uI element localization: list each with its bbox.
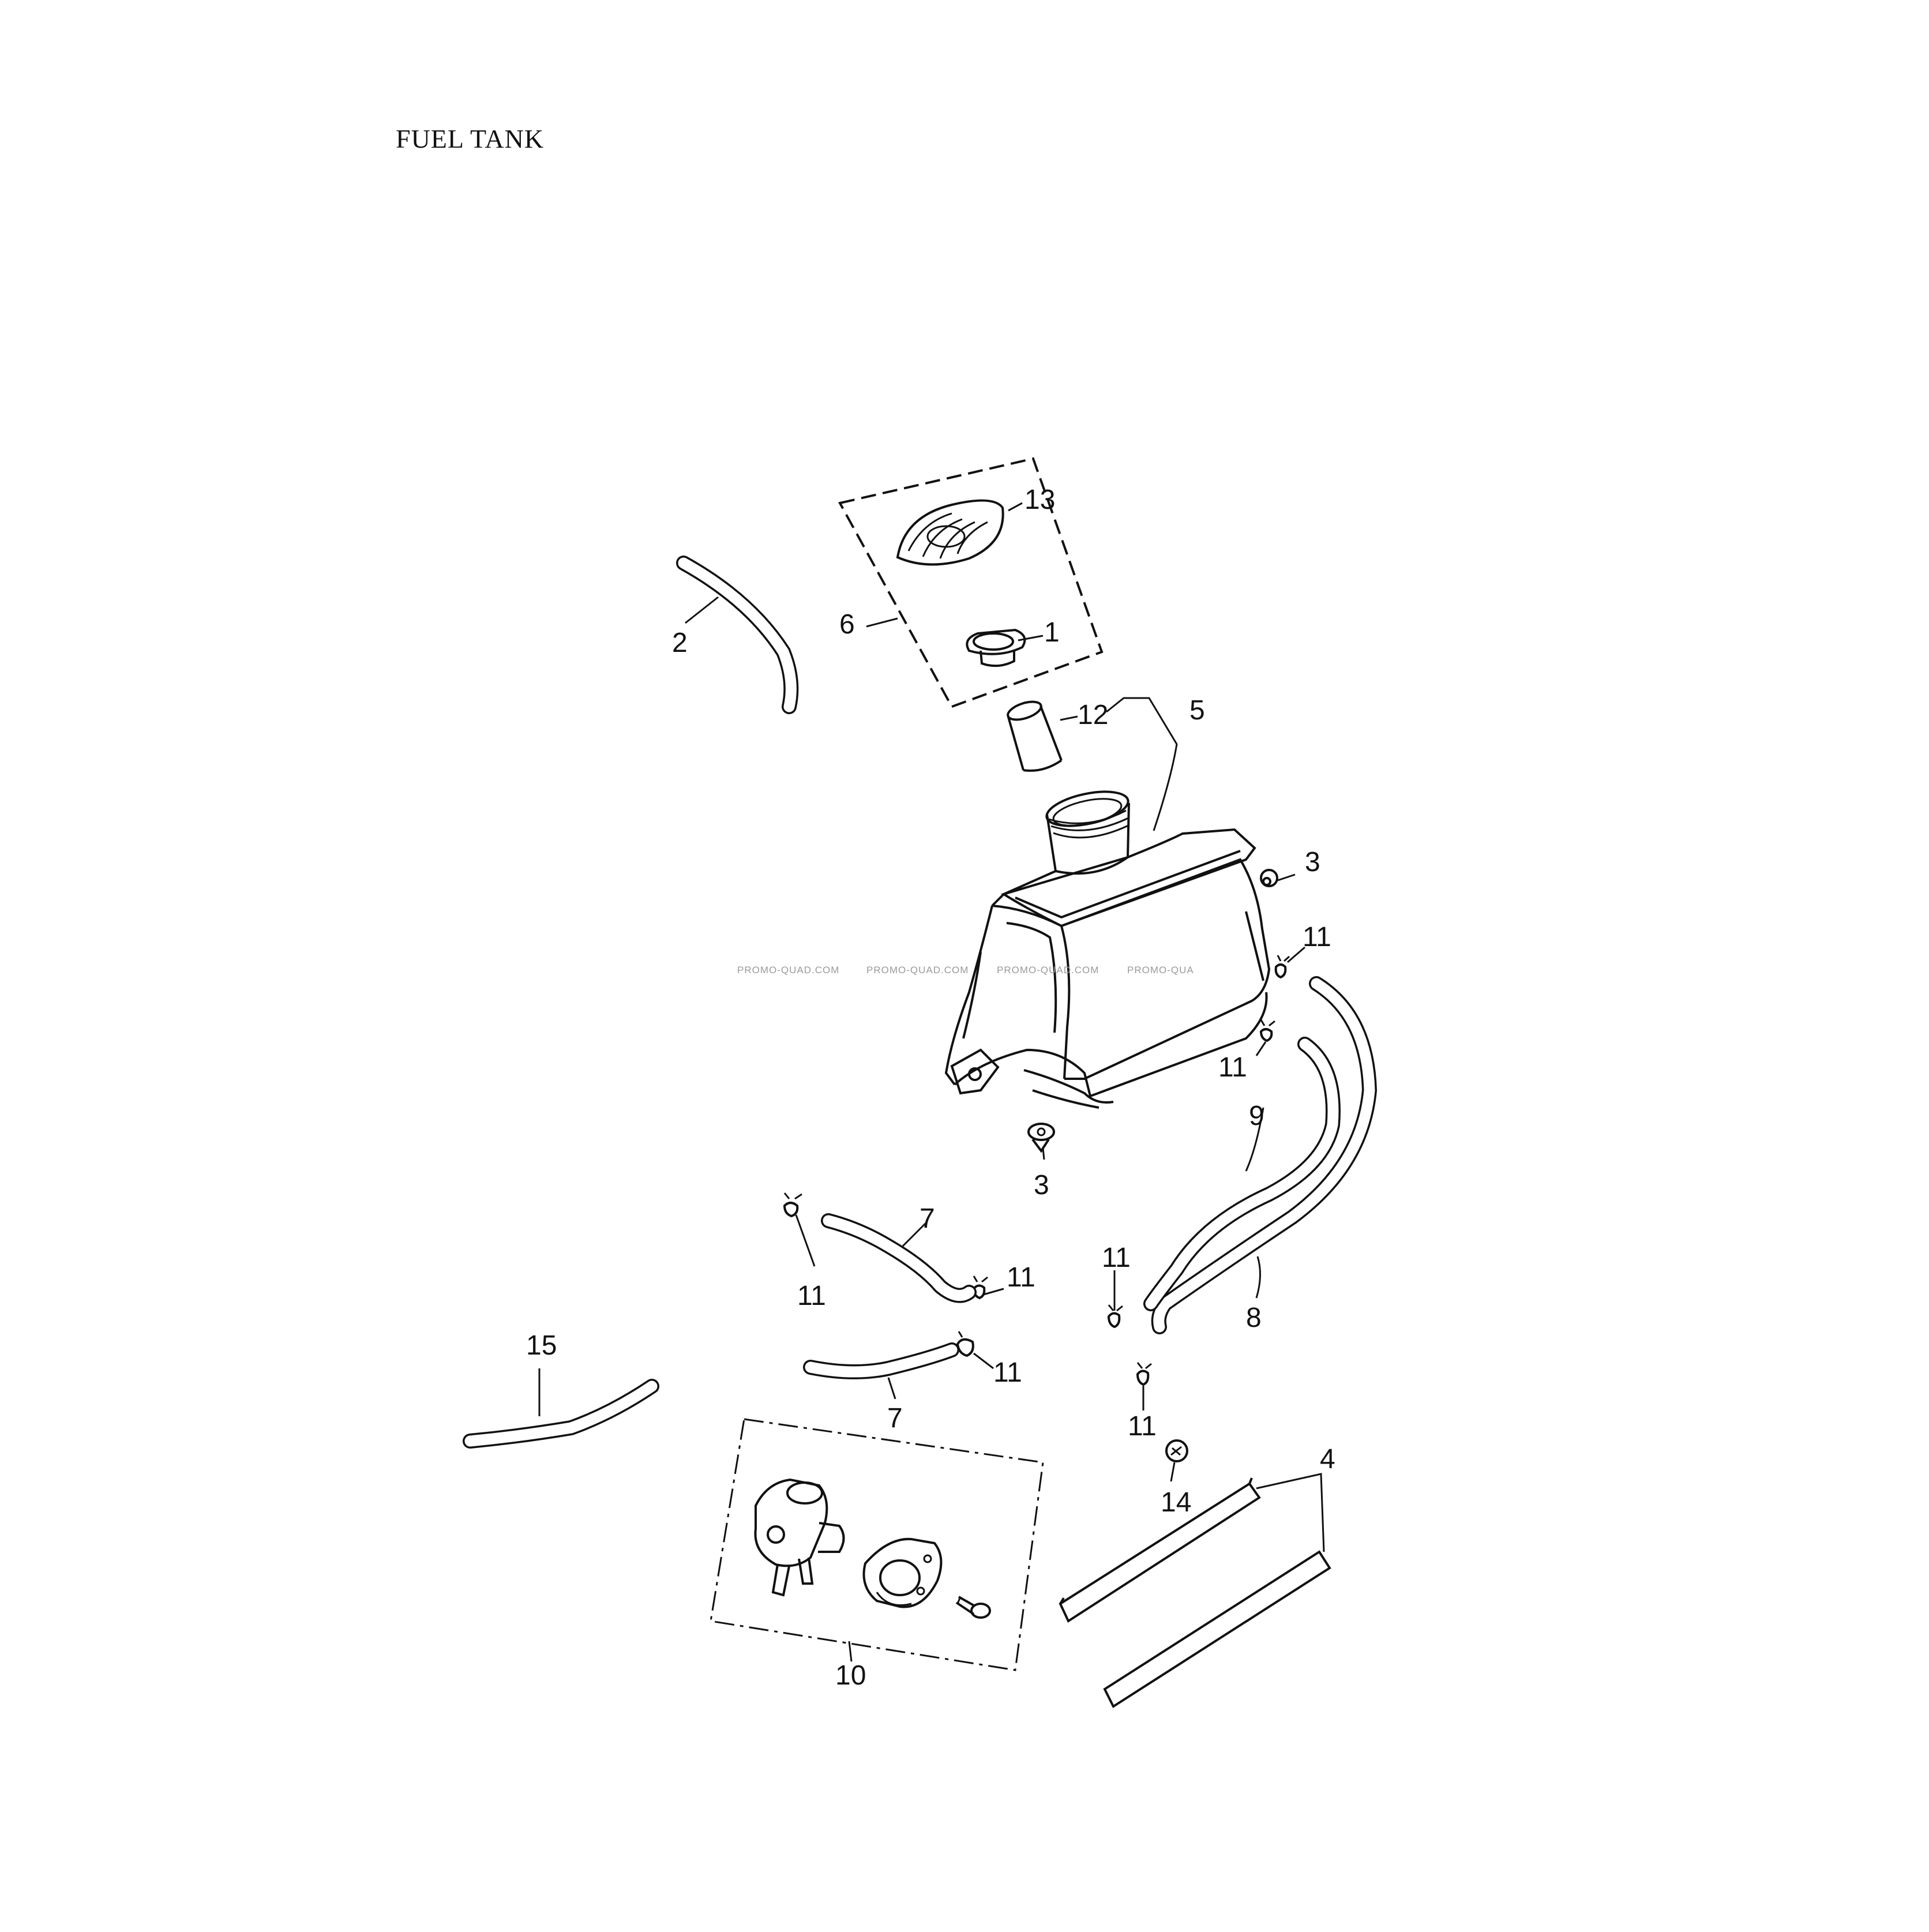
callout-10: 10: [835, 1660, 866, 1691]
gasket-part-1: [966, 628, 1026, 667]
fuel-cock-group-boundary: [710, 1418, 1044, 1671]
callout-12: 12: [1078, 700, 1108, 730]
filler-tube-part-12: [1007, 700, 1063, 772]
fastener-part-14: [1165, 1439, 1188, 1462]
callout-4: 4: [1320, 1444, 1335, 1475]
watermark-1: PROMO-QUAD.COM: [737, 965, 839, 976]
callout-3-lower: 3: [1034, 1170, 1049, 1201]
fuel-hose-part-7-upper: [821, 1213, 977, 1303]
fuel-tank-body-part-5: [944, 790, 1271, 1109]
callout-11-e: 11: [1102, 1243, 1131, 1273]
callout-11-c: 11: [1007, 1262, 1035, 1293]
tank-pad-part-4-upper: [1059, 1477, 1261, 1623]
fuel-cock-lever: [862, 1537, 943, 1608]
leader-lines: [538, 502, 1325, 1662]
clip-part-11-f: [956, 1331, 974, 1357]
callout-5: 5: [1189, 695, 1205, 726]
callout-7-lower: 7: [887, 1403, 903, 1434]
callout-11-g: 11: [1128, 1411, 1157, 1442]
callout-11-f: 11: [993, 1357, 1022, 1388]
fuel-hose-part-7-lower: [803, 1342, 959, 1379]
callout-3-upper: 3: [1305, 847, 1320, 877]
grommet-part-3-upper: [1260, 869, 1278, 887]
grommet-part-3-lower: [1027, 1123, 1055, 1153]
fuel-cock-part-10: [754, 1478, 845, 1597]
watermark-4: PROMO-QUA: [1127, 965, 1194, 976]
clip-part-11-g: [1136, 1362, 1152, 1386]
callout-14: 14: [1161, 1487, 1191, 1518]
watermark-2: PROMO-QUAD.COM: [866, 965, 969, 976]
callout-8: 8: [1246, 1303, 1262, 1333]
clip-part-11-c: [783, 1192, 802, 1218]
fuel-hose-part-9: [1143, 1037, 1341, 1311]
callout-1: 1: [1044, 617, 1060, 648]
breather-hose-part-2: [676, 556, 799, 714]
clip-part-11-e: [1107, 1304, 1123, 1329]
fuel-cap-part-13: [896, 499, 1004, 566]
callout-7-upper: 7: [920, 1203, 935, 1234]
tank-pad-part-4-lower: [1103, 1550, 1331, 1708]
callout-2: 2: [672, 628, 688, 658]
fuel-hose-part-8: [1151, 976, 1378, 1334]
callout-11-b: 11: [1218, 1052, 1247, 1083]
cap-group-boundary: [838, 457, 1104, 708]
diagram-title: FUEL TANK: [396, 124, 545, 153]
watermark-3: PROMO-QUAD.COM: [997, 965, 1099, 976]
callout-15: 15: [526, 1330, 557, 1361]
callout-11-a: 11: [1303, 922, 1331, 952]
callout-13: 13: [1024, 485, 1055, 515]
clip-part-11-a: [1274, 955, 1290, 979]
callout-11-d: 11: [797, 1281, 826, 1311]
clip-part-11-b: [1259, 1019, 1275, 1042]
fuel-cock-screw: [955, 1596, 991, 1619]
callout-6: 6: [839, 609, 855, 640]
callout-9: 9: [1249, 1101, 1264, 1131]
hose-part-15: [463, 1379, 659, 1449]
